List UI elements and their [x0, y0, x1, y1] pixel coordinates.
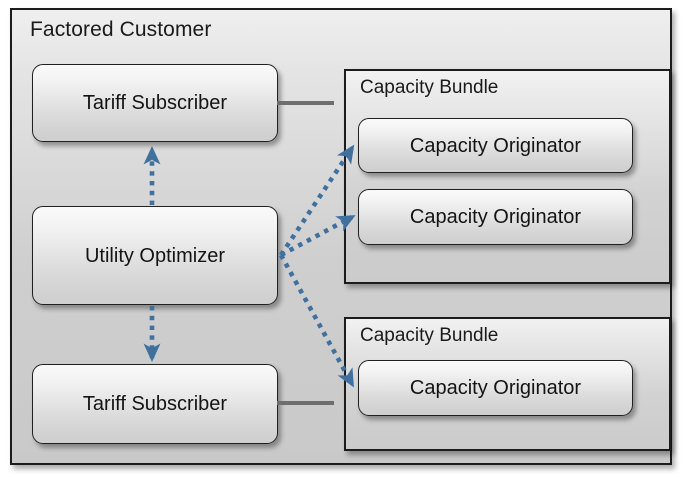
- node-label-tariff-subscriber-top: Tariff Subscriber: [82, 92, 228, 114]
- capacity-bundle-panel-1: Capacity Bundle: [344, 69, 671, 284]
- node-tariff-subscriber-top[interactable]: Tariff Subscriber: [32, 64, 278, 142]
- node-capacity-originator-3[interactable]: Capacity Originator: [358, 360, 633, 416]
- node-label-capacity-originator-2: Capacity Originator: [409, 206, 582, 228]
- node-label-capacity-originator-1: Capacity Originator: [409, 134, 582, 157]
- factored-customer-title: Factored Customer: [30, 18, 212, 41]
- node-capacity-originator-2[interactable]: Capacity Originator: [358, 189, 633, 245]
- node-label-capacity-originator-3: Capacity Originator: [409, 377, 582, 399]
- node-utility-optimizer[interactable]: Utility Optimizer: [32, 206, 278, 305]
- node-label-utility-optimizer: Utility Optimizer: [84, 244, 225, 267]
- capacity-bundle-title-2: Capacity Bundle: [360, 325, 499, 346]
- capacity-bundle-title-1: Capacity Bundle: [360, 77, 499, 98]
- node-label-tariff-subscriber-bottom: Tariff Subscriber: [82, 393, 228, 415]
- node-tariff-subscriber-bottom[interactable]: Tariff Subscriber: [32, 364, 278, 444]
- node-capacity-originator-1[interactable]: Capacity Originator: [358, 118, 633, 173]
